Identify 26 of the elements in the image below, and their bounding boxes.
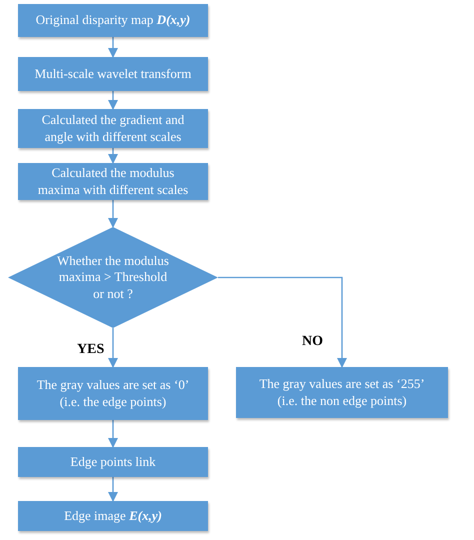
arrow (108, 328, 118, 368)
process-box (18, 447, 208, 477)
step-text: The gray values are set as ‘0’ (i.e. the edge points) (36, 377, 190, 410)
step-text: Multi-scale wavelet transform (34, 66, 192, 82)
arrow (108, 37, 118, 58)
arrow (108, 200, 118, 228)
process-box (18, 163, 208, 200)
step-text: Edge points link (70, 454, 156, 470)
step-text: Original disparity map D(x,y) (36, 12, 190, 29)
step-text: Whether the modulus maxima > Threshold or not ? (56, 253, 170, 302)
process-box (18, 109, 208, 148)
step-text: Edge image E(x,y) (64, 508, 162, 524)
step-text: Calculated the gradient and angle with different scales (40, 112, 186, 145)
process-box (18, 57, 208, 91)
arrow (108, 91, 118, 110)
arrow (108, 420, 118, 448)
decision-diamond (8, 227, 218, 328)
step-text: The gray values are set as ‘255’ (i.e. the non edge points) (258, 376, 426, 409)
arrow (108, 477, 118, 502)
arrow (108, 148, 118, 164)
process-box (18, 4, 208, 37)
arrow (218, 276, 347, 368)
process-box (18, 501, 208, 531)
process-box (18, 367, 208, 420)
process-box (236, 367, 448, 418)
step-text: Calculated the modulus maxima with different scales (36, 165, 190, 198)
